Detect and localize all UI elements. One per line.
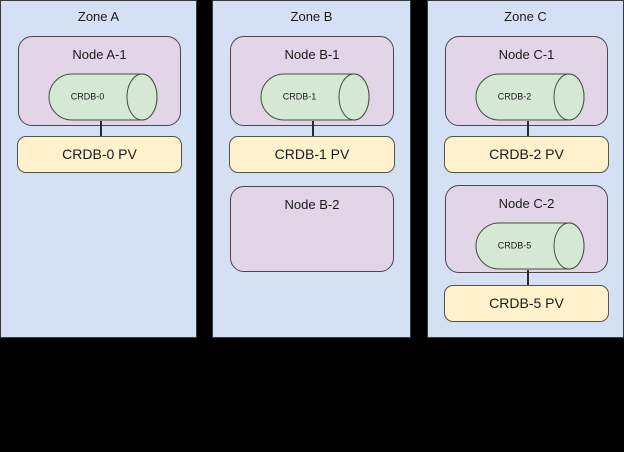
database-cylinder-crdb-2[interactable]: CRDB-2	[475, 73, 585, 121]
pv-box-crdb-2-pv[interactable]: CRDB-2 PV	[444, 136, 609, 173]
pv-label-crdb-1-pv: CRDB-1 PV	[274, 146, 350, 162]
node-box-node-b-2[interactable]: Node B-2	[230, 186, 394, 272]
cylinder-shape-crdb-1	[260, 73, 370, 121]
database-cylinder-crdb-1[interactable]: CRDB-1	[260, 73, 370, 121]
zone-title-zone-a: Zone A	[77, 9, 120, 24]
node-title-node-b-2: Node B-2	[284, 197, 340, 212]
connector-line-crdb-0-pv	[100, 121, 102, 136]
connector-line-crdb-5-pv	[527, 270, 529, 285]
pv-label-crdb-2-pv: CRDB-2 PV	[489, 146, 564, 162]
node-title-node-a-1: Node A-1	[72, 47, 127, 62]
pv-label-crdb-5-pv: CRDB-5 PV	[489, 295, 564, 311]
connector-line-crdb-1-pv	[312, 121, 314, 136]
cylinder-shape-crdb-2	[475, 73, 585, 121]
pv-box-crdb-5-pv[interactable]: CRDB-5 PV	[444, 285, 609, 322]
database-cylinder-crdb-5[interactable]: CRDB-5	[475, 222, 585, 270]
connector-line-crdb-2-pv	[527, 121, 529, 136]
zone-title-zone-b: Zone B	[290, 9, 333, 24]
cylinder-shape-crdb-5	[475, 222, 585, 270]
node-title-node-b-1: Node B-1	[284, 47, 340, 62]
node-title-node-c-2: Node C-2	[498, 196, 555, 211]
database-cylinder-crdb-0[interactable]: CRDB-0	[48, 73, 158, 121]
pv-box-crdb-1-pv[interactable]: CRDB-1 PV	[229, 136, 395, 173]
pv-box-crdb-0-pv[interactable]: CRDB-0 PV	[17, 136, 182, 173]
zone-title-zone-c: Zone C	[504, 9, 547, 24]
node-title-node-c-1: Node C-1	[498, 47, 555, 62]
pv-label-crdb-0-pv: CRDB-0 PV	[62, 146, 137, 162]
cylinder-shape-crdb-0	[48, 73, 158, 121]
